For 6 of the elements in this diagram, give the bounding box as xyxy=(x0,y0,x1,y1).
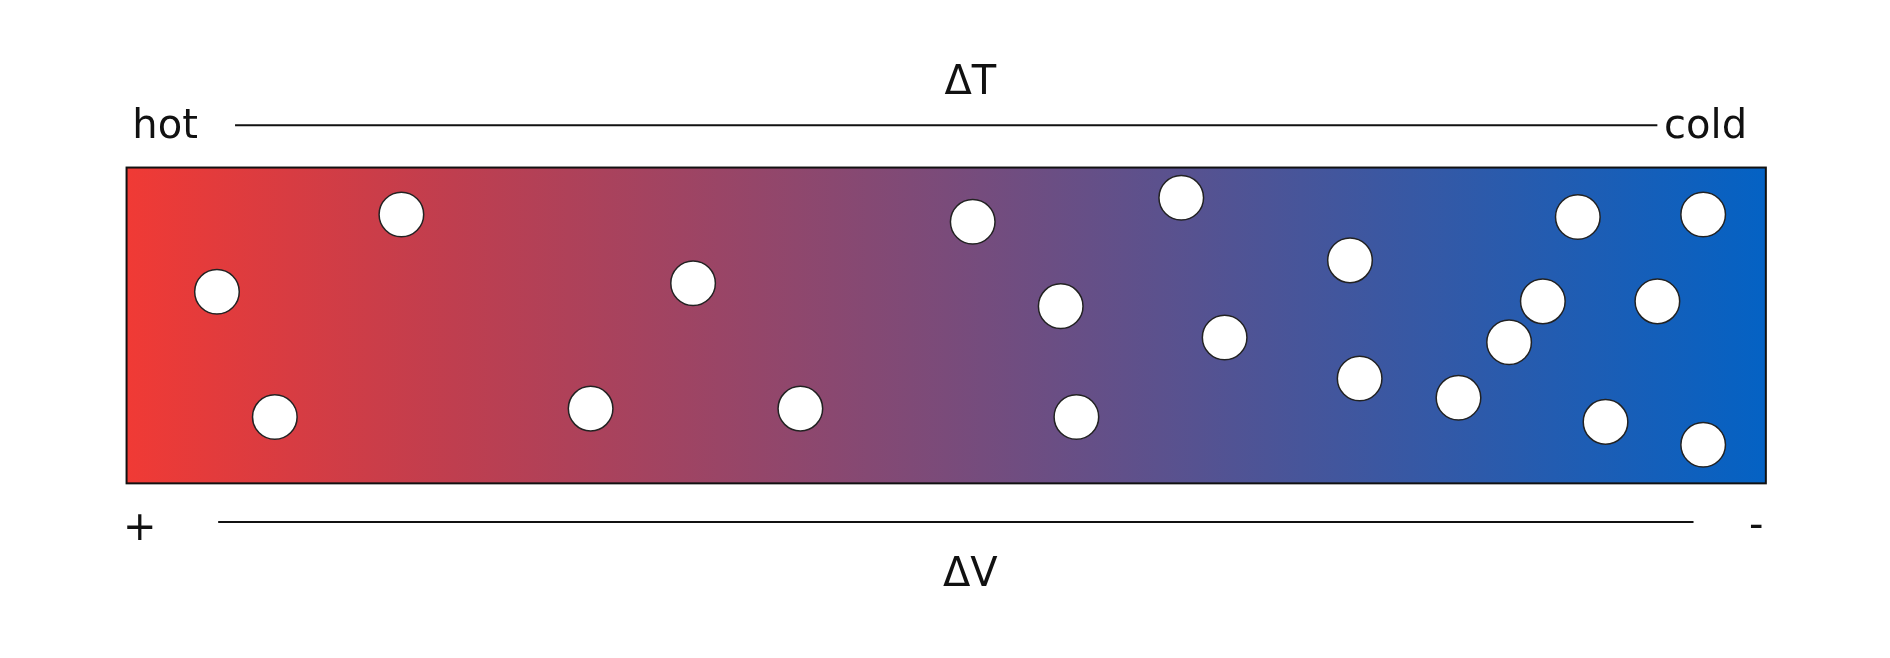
hot-label: hot xyxy=(132,103,198,144)
cold-label: cold xyxy=(1664,103,1748,144)
plus-sign: + xyxy=(123,506,157,547)
minus-sign: - xyxy=(1749,503,1764,544)
delta-t-label: ΔT xyxy=(944,60,997,101)
delta-v-label: ΔV xyxy=(942,552,998,593)
